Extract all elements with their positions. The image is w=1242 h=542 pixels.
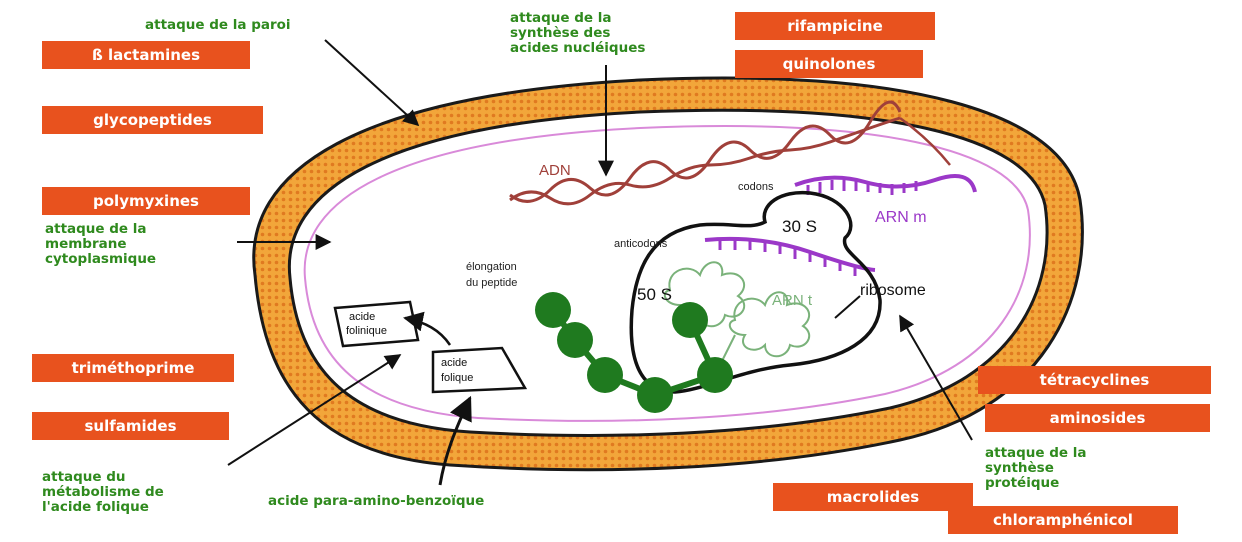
drug-trimethoprime: triméthoprime xyxy=(32,354,234,382)
ribosome-30s-label: 30 S xyxy=(782,217,817,236)
folinic-acid-label-line2: folinique xyxy=(346,325,387,337)
anticodons-label: anticodons xyxy=(614,238,668,250)
ribosome-50s-label: 50 S xyxy=(637,285,672,304)
mechanism-paba: acide para-amino-benzoïque xyxy=(268,494,484,509)
drug-chloramphenicol: chloramphénicol xyxy=(948,506,1178,534)
drug-polymyxines: polymyxines xyxy=(42,187,250,215)
dna-label: ADN xyxy=(539,162,571,179)
mrna-label: ARN m xyxy=(875,209,927,226)
drug-sulfamides: sulfamides xyxy=(32,412,229,440)
folinic-acid-box xyxy=(335,302,418,346)
folic-acid-label-line1: acide xyxy=(441,357,467,369)
mechanism-nucleic-acids: attaque de la synthèse des acides nucléi… xyxy=(510,11,645,56)
mechanism-protein-synthesis: attaque de la synthèse protéique xyxy=(985,446,1087,491)
folinic-acid-label-line1: acide xyxy=(349,311,375,323)
trna-label: ARN t xyxy=(772,292,813,309)
drug-rifampicine: rifampicine xyxy=(735,12,935,40)
mechanism-membrane: attaque de la membrane cytoplasmique xyxy=(45,222,156,267)
mechanism-cell-wall: attaque de la paroi xyxy=(145,18,291,33)
drug-aminosides: aminosides xyxy=(985,404,1210,432)
codons-label: codons xyxy=(738,181,774,193)
elongation-label-line2: du peptide xyxy=(466,277,517,289)
elongation-label-line1: élongation xyxy=(466,261,517,273)
folic-acid-label-line2: folique xyxy=(441,372,473,384)
drug-tetracyclines: tétracyclines xyxy=(978,366,1211,394)
drug-macrolides: macrolides xyxy=(773,483,973,511)
drug-beta-lactamines: ß lactamines xyxy=(42,41,250,69)
drug-glycopeptides: glycopeptides xyxy=(42,106,263,134)
mechanism-folic-acid: attaque du métabolisme de l'acide foliqu… xyxy=(42,470,164,515)
ribosome-label: ribosome xyxy=(860,282,926,299)
drug-quinolones: quinolones xyxy=(735,50,923,78)
